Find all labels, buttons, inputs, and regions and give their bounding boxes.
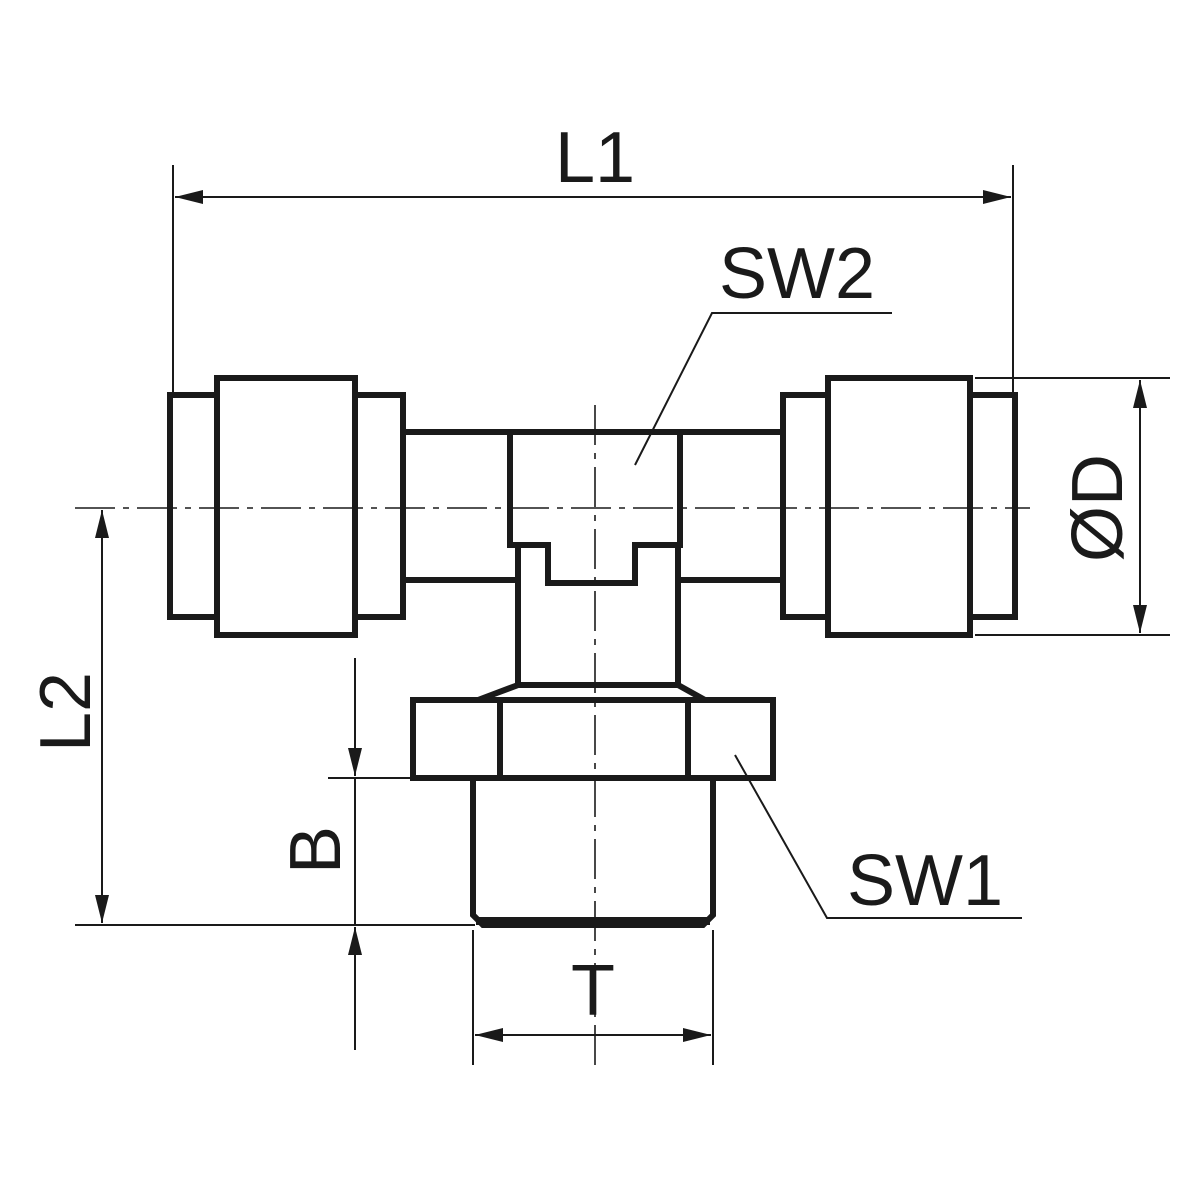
label-sw2: SW2: [719, 234, 875, 314]
leader-sw2: SW2: [634, 234, 892, 466]
label-l1: L1: [555, 118, 635, 198]
right-knurled-nut: [825, 375, 973, 638]
dimension-l1: L1: [172, 118, 1014, 395]
left-push-in-connector: [167, 375, 406, 638]
dimension-b: B: [276, 658, 413, 1050]
left-knurled-nut: [214, 375, 358, 638]
label-sw1: SW1: [847, 841, 1003, 921]
dimension-od: ØD: [975, 377, 1170, 636]
label-b: B: [276, 826, 356, 874]
tee-body: [403, 429, 783, 703]
label-od: ØD: [1058, 454, 1138, 562]
label-t: T: [571, 951, 615, 1031]
dimension-t: T: [472, 930, 714, 1065]
label-l2: L2: [26, 672, 106, 752]
right-push-in-connector: [780, 375, 1018, 638]
leader-sw1: SW1: [734, 754, 1022, 921]
dimension-l2: L2: [26, 510, 475, 926]
male-thread: [470, 778, 716, 928]
hex-body-sw1: [410, 697, 776, 781]
